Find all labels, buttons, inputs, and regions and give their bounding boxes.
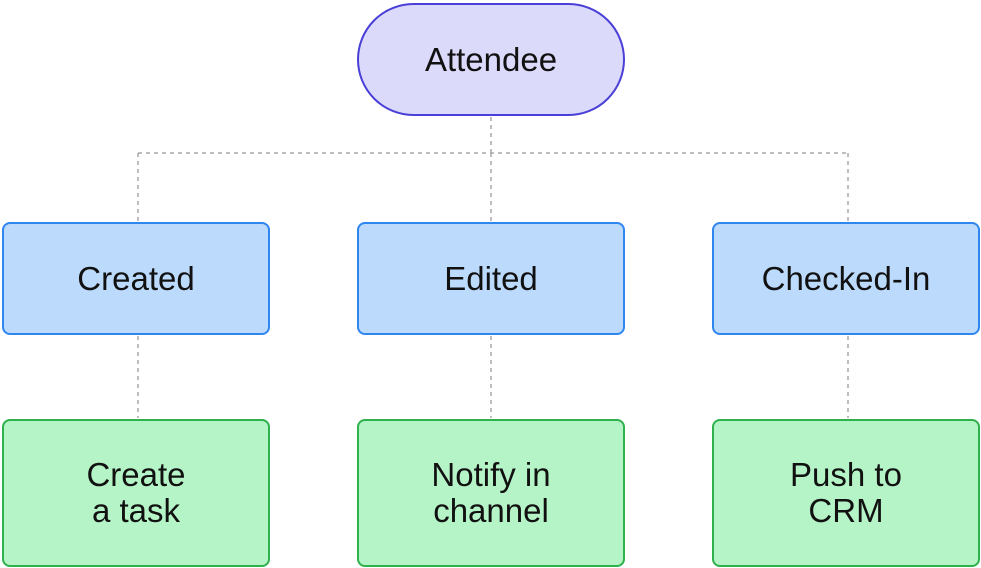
attendee-label: Attendee <box>424 40 558 78</box>
action-label-create-task: Create a task <box>86 456 186 529</box>
event-label-checked-in: Checked-In <box>761 259 931 297</box>
action-node-create-task: Create a task <box>2 419 270 567</box>
event-node-created: Created <box>2 222 270 335</box>
event-node-checked-in: Checked-In <box>712 222 980 335</box>
action-node-push-crm: Push to CRM <box>712 419 980 567</box>
event-node-edited: Edited <box>357 222 625 335</box>
attendee-node: Attendee <box>357 3 625 116</box>
event-label-edited: Edited <box>444 259 538 297</box>
action-node-notify-channel: Notify in channel <box>357 419 625 567</box>
action-label-push-crm: Push to CRM <box>790 456 902 529</box>
event-label-created: Created <box>77 259 195 297</box>
action-label-notify-channel: Notify in channel <box>431 456 551 529</box>
